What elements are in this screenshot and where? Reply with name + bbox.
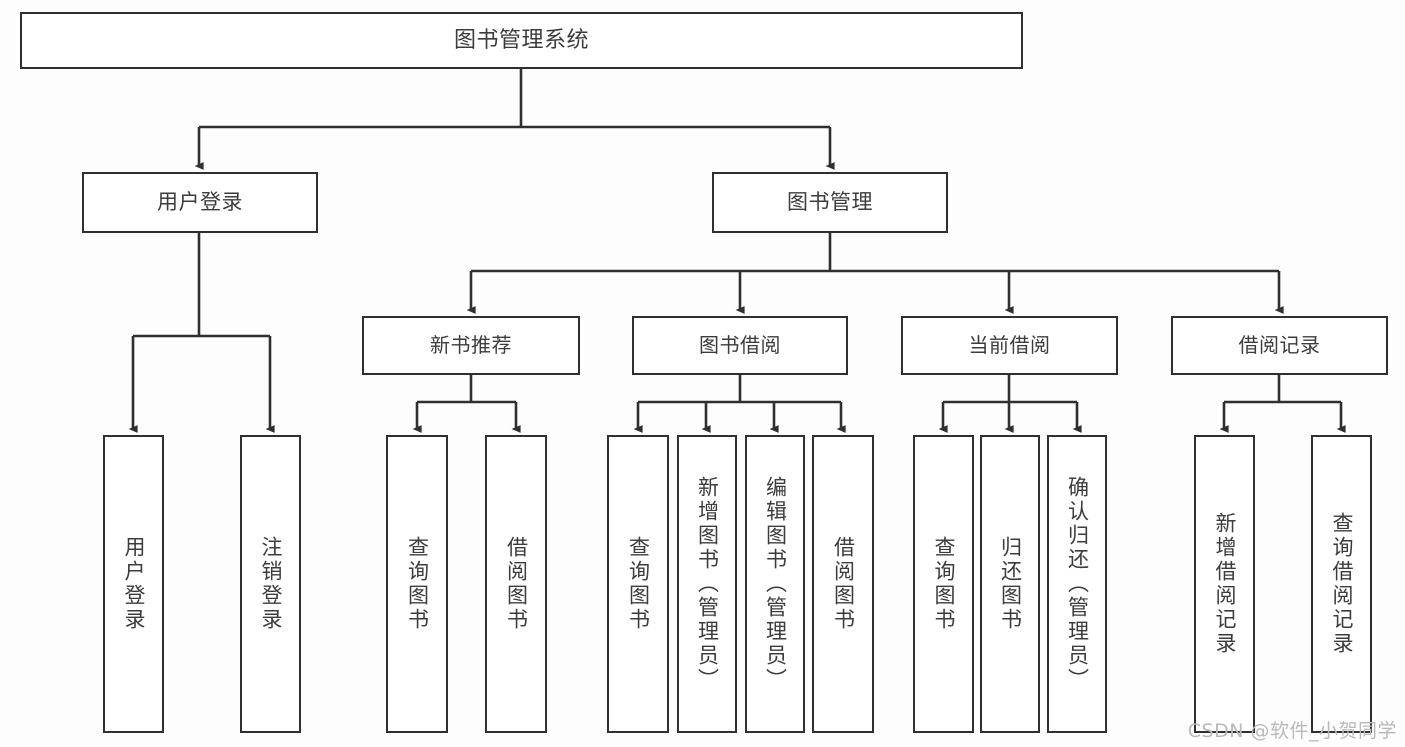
node-book-borrow[interactable]: 图书借阅	[632, 316, 848, 375]
watermark-text: CSDN @软件_小贺同学	[1187, 720, 1397, 742]
node-leaf-confirm-return[interactable]: 确认归还（管理员）	[1047, 435, 1107, 733]
node-leaf-query-book-3[interactable]: 查询图书	[913, 435, 974, 733]
node-current-borrow[interactable]: 当前借阅	[901, 316, 1118, 375]
node-leaf-add-book-label: 新增图书（管理员）	[695, 476, 720, 692]
node-root[interactable]: 图书管理系统	[20, 12, 1023, 69]
node-borrow-record-label: 借阅记录	[1238, 333, 1321, 357]
node-leaf-confirm-return-label: 确认归还（管理员）	[1065, 476, 1090, 692]
node-leaf-borrow-book-2[interactable]: 借阅图书	[812, 435, 874, 733]
node-leaf-edit-book-label: 编辑图书（管理员）	[763, 476, 788, 692]
node-leaf-query-record[interactable]: 查询借阅记录	[1311, 435, 1372, 733]
node-leaf-query-book-1[interactable]: 查询图书	[386, 435, 448, 733]
node-leaf-borrow-book-1[interactable]: 借阅图书	[485, 435, 547, 733]
node-leaf-user-login[interactable]: 用户登录	[103, 435, 164, 733]
node-leaf-borrow-book-2-label: 借阅图书	[831, 536, 856, 632]
node-new-book-recommend[interactable]: 新书推荐	[362, 316, 580, 375]
node-leaf-query-book-2-label: 查询图书	[626, 536, 651, 632]
node-book-management[interactable]: 图书管理	[712, 172, 948, 233]
node-leaf-logout-login-label: 注销登录	[258, 536, 283, 632]
node-leaf-query-book-2[interactable]: 查询图书	[607, 435, 669, 733]
node-leaf-borrow-book-1-label: 借阅图书	[504, 536, 529, 632]
node-root-label: 图书管理系统	[453, 27, 589, 53]
node-leaf-edit-book[interactable]: 编辑图书（管理员）	[745, 435, 805, 733]
node-leaf-add-record[interactable]: 新增借阅记录	[1194, 435, 1255, 733]
node-leaf-add-record-label: 新增借阅记录	[1212, 512, 1237, 656]
node-leaf-logout-login[interactable]: 注销登录	[240, 435, 301, 733]
node-leaf-add-book[interactable]: 新增图书（管理员）	[677, 435, 737, 733]
node-leaf-return-book-label: 归还图书	[998, 536, 1023, 632]
node-current-borrow-label: 当前借阅	[968, 333, 1051, 357]
node-user-login[interactable]: 用户登录	[82, 172, 318, 233]
node-leaf-user-login-label: 用户登录	[121, 536, 146, 632]
node-user-login-label: 用户登录	[157, 190, 243, 215]
node-new-book-recommend-label: 新书推荐	[430, 333, 512, 357]
node-leaf-query-book-1-label: 查询图书	[405, 536, 430, 632]
node-book-management-label: 图书管理	[787, 190, 873, 215]
node-leaf-query-book-3-label: 查询图书	[931, 536, 956, 632]
node-borrow-record[interactable]: 借阅记录	[1171, 316, 1388, 375]
node-book-borrow-label: 图书借阅	[699, 333, 781, 357]
node-leaf-query-record-label: 查询借阅记录	[1329, 512, 1354, 656]
node-leaf-return-book[interactable]: 归还图书	[980, 435, 1040, 733]
